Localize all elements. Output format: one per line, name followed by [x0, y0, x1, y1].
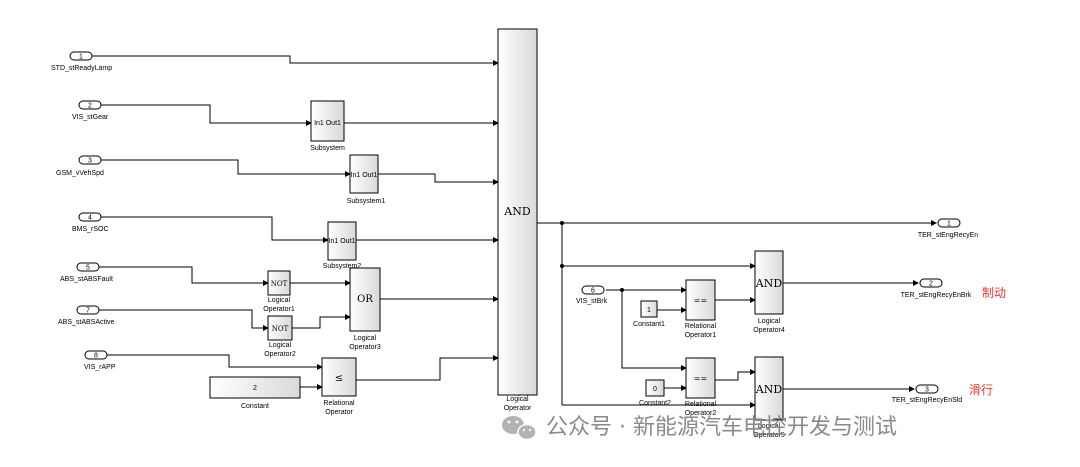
outport-3[interactable]: 3 TER_stEngRecyEnSld	[892, 384, 963, 404]
not-block-1[interactable]: NOT Logical Operator1	[263, 270, 295, 313]
block-label: Operator1	[685, 332, 717, 339]
inport-number: 1	[79, 54, 83, 61]
or-op: OR	[357, 294, 373, 305]
block-label: Operator	[325, 409, 353, 416]
block-label: Constant1	[633, 321, 665, 328]
and-op: AND	[503, 205, 531, 218]
signal-lines	[92, 55, 937, 408]
inport-label: STD_stReadyLamp	[51, 65, 112, 72]
constant2-block[interactable]: 0 Constant2	[639, 379, 671, 407]
block-label: Constant2	[639, 400, 671, 407]
block-label: Logical	[269, 342, 292, 349]
block-label: Operator4	[753, 327, 785, 334]
relational-operator2-block[interactable]: == Relational Operator2	[685, 357, 717, 417]
inport-label: ABS_stABSActive	[58, 319, 115, 326]
subsystem-label: Subsystem2	[323, 263, 362, 270]
subsystem-ports: In1 Out1	[351, 172, 378, 179]
wechat-icon	[502, 416, 537, 441]
block-label: Operator1	[263, 306, 295, 313]
constant-value: 2	[253, 385, 257, 392]
constant-block[interactable]: 2 Constant	[209, 376, 301, 410]
outport-label: TER_stEngRecyEn	[918, 232, 978, 239]
outport-1[interactable]: 1 TER_stEngRecyEn	[918, 218, 978, 239]
annotation-brake: 制动	[982, 286, 1006, 300]
inport-5[interactable]: 5 ABS_stABSFault	[60, 262, 113, 283]
inport-3[interactable]: 3 GSM_vVehSpd	[56, 155, 104, 177]
or-block[interactable]: OR Logical Operator3	[349, 267, 381, 351]
subsystem2-block[interactable]: In1 Out1 Subsystem2	[323, 221, 362, 270]
outport-number: 1	[947, 221, 951, 228]
inport-number: 2	[88, 103, 92, 110]
inport-4[interactable]: 4 BMS_rSOC	[72, 212, 109, 233]
constant1-block[interactable]: 1 Constant1	[633, 300, 665, 328]
subsystem1-block[interactable]: In1 Out1 Subsystem1	[347, 154, 386, 205]
inport-7[interactable]: 7 ABS_stABSActive	[58, 305, 115, 326]
relational-operator-block[interactable]: ≤ Relational Operator	[321, 357, 357, 416]
and5-block[interactable]: AND Logical Operator5	[753, 356, 785, 439]
outport-number: 3	[925, 387, 929, 394]
relational-op: ==	[694, 296, 707, 305]
and4-block[interactable]: AND Logical Operator4	[753, 250, 785, 334]
and-op: AND	[755, 277, 783, 290]
subsystem-ports: In1 Out1	[329, 238, 356, 245]
inport-label: VIS_stBrk	[576, 298, 608, 305]
inport-number: 7	[86, 308, 90, 315]
relational-operator1-block[interactable]: == Relational Operator1	[685, 279, 717, 339]
outport-number: 2	[929, 281, 933, 288]
outport-2[interactable]: 2 TER_stEngRecyEnBrk	[901, 278, 972, 299]
block-label: Constant	[241, 403, 269, 410]
block-label: Operator	[504, 405, 532, 412]
inport-number: 6	[591, 288, 595, 295]
inport-number: 3	[88, 158, 92, 165]
block-label: Operator3	[349, 344, 381, 351]
inport-number: 5	[86, 265, 90, 272]
block-label: Logical	[354, 335, 377, 342]
block-label: Logical	[758, 423, 781, 430]
subsystem-label: Subsystem1	[347, 198, 386, 205]
annotation-glide: 滑行	[969, 383, 993, 397]
subsystem-ports: In1 Out1	[314, 120, 341, 127]
inport-label: VIS_stGear	[72, 114, 109, 121]
inport-label: VIS_rAPP	[84, 364, 116, 371]
outport-label: TER_stEngRecyEnSld	[892, 397, 963, 404]
relational-op: ≤	[335, 373, 343, 384]
inport-number: 8	[94, 353, 98, 360]
inport-6[interactable]: 6 VIS_stBrk	[576, 285, 608, 305]
block-label: Relational	[323, 400, 355, 407]
not-op: NOT	[271, 280, 288, 288]
block-label: Relational	[685, 323, 717, 330]
inport-8[interactable]: 8 VIS_rAPP	[84, 350, 116, 371]
block-label: Operator2	[685, 410, 717, 417]
block-label: Logical	[758, 318, 781, 325]
inport-2[interactable]: 2 VIS_stGear	[72, 100, 109, 121]
watermark-text: 公众号 · 新能源汽车电控开发与测试	[546, 415, 897, 440]
block-label: Operator2	[264, 351, 296, 358]
outport-label: TER_stEngRecyEnBrk	[901, 292, 972, 299]
constant-value: 1	[647, 307, 651, 314]
block-label: Logical	[268, 297, 291, 304]
and-main-block[interactable]: AND Logical Operator	[497, 28, 538, 412]
not-block-2[interactable]: NOT Logical Operator2	[264, 315, 296, 358]
subsystem-label: Subsystem	[310, 145, 345, 152]
block-label: Logical	[506, 396, 529, 403]
and-op: AND	[755, 383, 783, 396]
inport-1[interactable]: 1 STD_stReadyLamp	[51, 51, 112, 72]
inport-number: 4	[88, 215, 92, 222]
watermark: 公众号 · 新能源汽车电控开发与测试	[502, 415, 897, 441]
inport-label: GSM_vVehSpd	[56, 170, 104, 177]
block-label: Operator5	[753, 432, 785, 439]
relational-op: ==	[694, 374, 707, 383]
block-label: Relational	[685, 401, 717, 408]
subsystem-block[interactable]: In1 Out1 Subsystem	[310, 100, 345, 152]
not-op: NOT	[272, 325, 289, 333]
inport-label: ABS_stABSFault	[60, 276, 113, 283]
constant-value: 0	[653, 386, 657, 393]
inport-label: BMS_rSOC	[72, 226, 109, 233]
